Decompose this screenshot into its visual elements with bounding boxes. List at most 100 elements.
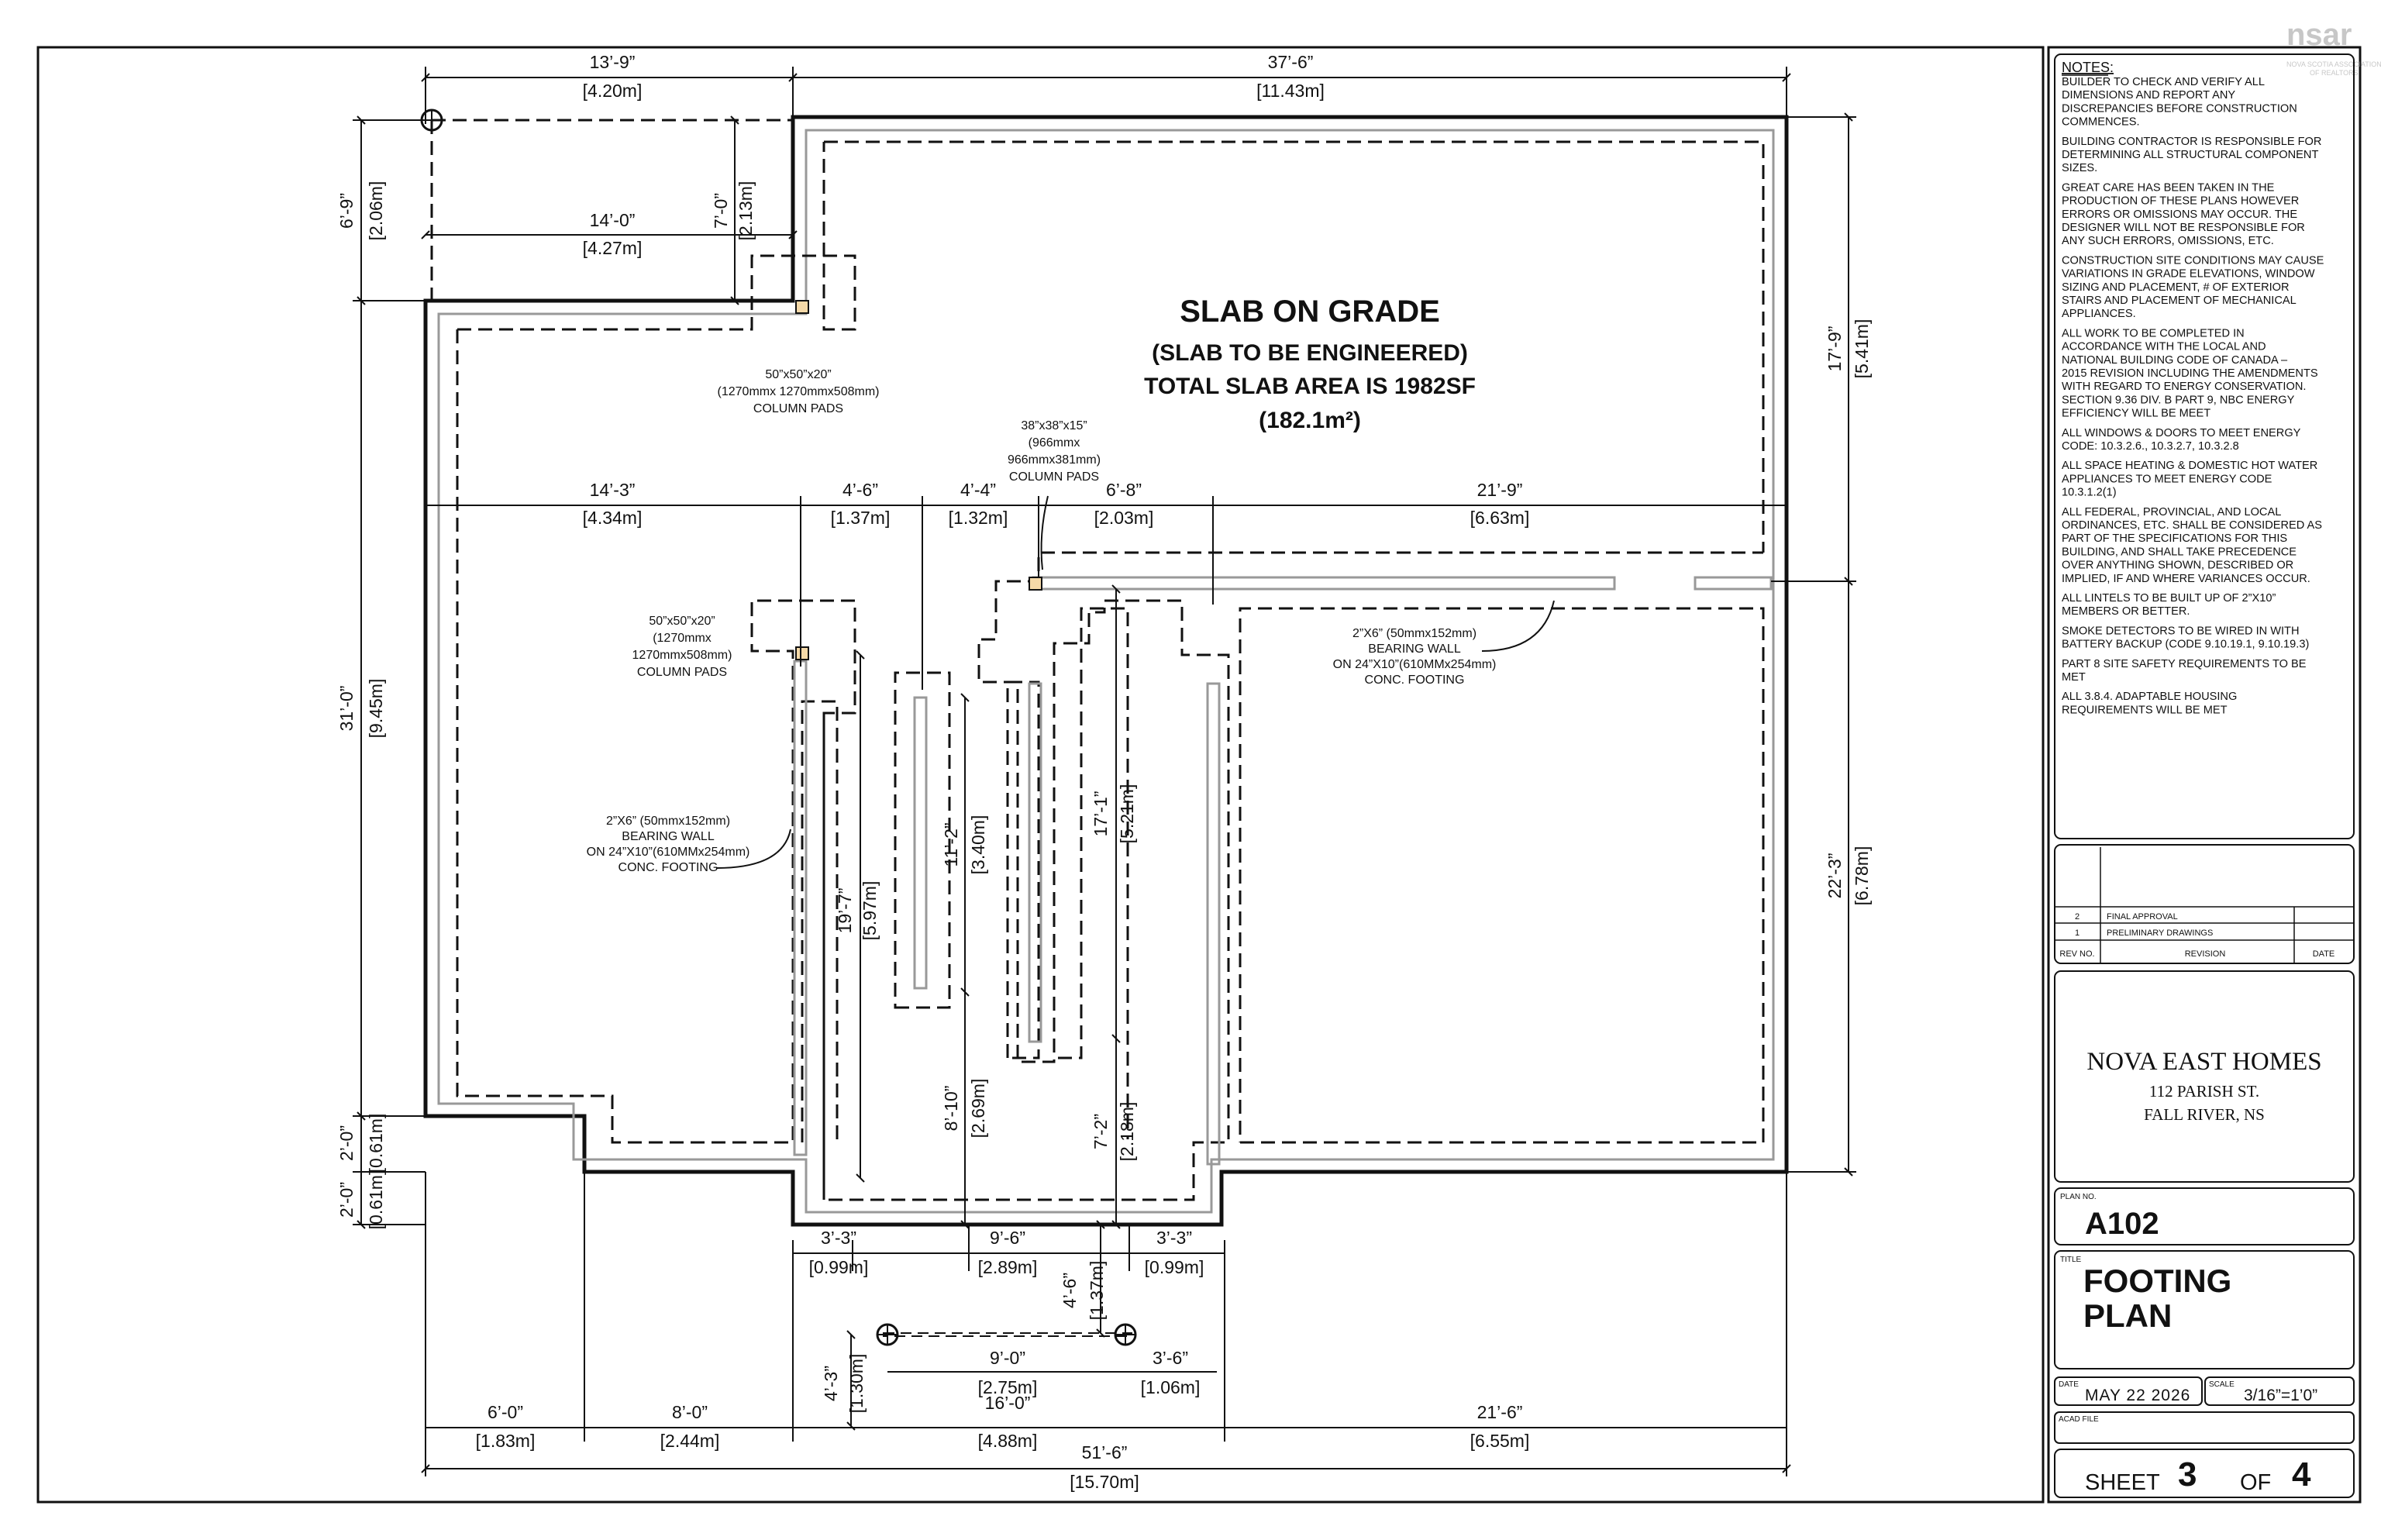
dim-m21-9-m: [6.63m] [1470, 508, 1530, 528]
dim-p9-6: 9’-6” [990, 1228, 1025, 1248]
dim-14-0-m: [4.27m] [583, 238, 643, 258]
pad1-label-3: COLUMN PADS [753, 402, 843, 415]
dim-p3-6-m: [1.06m] [1141, 1377, 1201, 1397]
dim-m4-4-m: [1.32m] [949, 508, 1008, 528]
bearing-wall-mid-2 [1028, 682, 1042, 1043]
note-line: SIZING AND PLACEMENT, # OF EXTERIOR [2062, 281, 2290, 294]
slab-title: SLAB ON GRADE [1180, 295, 1440, 329]
dim-b16-0: 16’-0” [985, 1393, 1031, 1413]
drawing-border [36, 46, 2045, 1504]
pad2-label-3: 966mmx381mm) [1008, 453, 1101, 467]
dim-v11-2-m: [3.40m] [968, 815, 988, 875]
watermark-tagline-2: OF REALTORS [2310, 69, 2359, 77]
dim-v7-2: 7’-2” [1091, 1114, 1111, 1149]
title-line-2: PLAN [2083, 1297, 2172, 1334]
dim-p3-3b-m: [0.99m] [1145, 1257, 1204, 1277]
dim-right-17-9: 17’-9” [1825, 326, 1845, 372]
sheet-total: 4 [2292, 1456, 2311, 1493]
dim-b8-0: 8’-0” [672, 1402, 708, 1422]
wall2-label-1: 2”X6” (50mmx152mm) [1352, 627, 1476, 640]
dim-v7-2-m: [2.18m] [1117, 1102, 1137, 1162]
dim-p3-3a: 3’-3” [821, 1228, 856, 1248]
note-line: BATTERY BACKUP (CODE 9.10.19.1, 9.10.19.… [2062, 639, 2309, 651]
dim-left-31-0: 31’-0” [336, 686, 357, 732]
dim-b8-0-m: [2.44m] [660, 1431, 720, 1451]
note-line: PART OF THE SPECIFICATIONS FOR THIS [2062, 532, 2287, 545]
wall1-label-4: CONC. FOOTING [619, 861, 718, 874]
pad3-label-3: 1270mmx508mm) [632, 649, 732, 662]
wall2-label-2: BEARING WALL [1368, 643, 1461, 656]
note-line: IMPLIED, IF AND WHERE VARIANCES OCCUR. [2062, 573, 2310, 585]
dim-v7-0-m: [2.13m] [736, 181, 756, 241]
dim-m14-3: 14’-3” [590, 480, 636, 500]
slab-sub-2: TOTAL SLAB AREA IS 1982SF [1144, 374, 1476, 399]
note-line: WITH REGARD TO ENERGY CONSERVATION. [2062, 381, 2306, 393]
note-line: ORDINANCES, ETC. SHALL BE CONSIDERED AS [2062, 519, 2322, 532]
dim-p3-3b: 3’-3” [1156, 1228, 1192, 1248]
sheet-label: SHEET [2085, 1470, 2160, 1495]
dim-top-right: 37’-6” [1268, 52, 1314, 72]
note-line: DETERMINING ALL STRUCTURAL COMPONENT [2062, 149, 2318, 161]
dim-v8-10: 8’-10” [941, 1086, 961, 1132]
wall1-label-1: 2”X6” (50mmx152mm) [606, 815, 730, 828]
dim-v17-1-m: [5.21m] [1117, 784, 1137, 844]
note-line: SECTION 9.36 DIV. B PART 9, NBC ENERGY [2062, 394, 2295, 406]
dim-b51-6-m: [15.70m] [1070, 1472, 1139, 1492]
dim-p3-3a-m: [0.99m] [809, 1257, 869, 1277]
revision-row-1-text: PRELIMINARY DRAWINGS [2107, 928, 2213, 938]
notes-box [2054, 53, 2355, 839]
dim-v19-7-m: [5.97m] [860, 881, 880, 941]
note-line: OVER ANYTHING SHOWN, DESCRIBED OR [2062, 560, 2293, 572]
note-line: SMOKE DETECTORS TO BE WIRED IN WITH [2062, 625, 2300, 637]
dim-p3-6: 3’-6” [1153, 1348, 1188, 1368]
scale-box [2204, 1376, 2355, 1406]
note-line: NATIONAL BUILDING CODE OF CANADA – [2062, 354, 2288, 367]
pad2-label-2: (966mmx [1029, 436, 1080, 450]
watermark-tagline-1: NOVA SCOTIA ASSOCIATION [2286, 60, 2381, 68]
dim-v8-10-m: [2.69m] [968, 1079, 988, 1139]
wall1-label-3: ON 24”X10”(610MMx254mm) [587, 846, 750, 859]
company-name: NOVA EAST HOMES [2086, 1048, 2321, 1076]
sheet-box [2054, 1449, 2355, 1498]
note-line: PART 8 SITE SAFETY REQUIREMENTS TO BE [2062, 658, 2307, 670]
note-line: 2015 REVISION INCLUDING THE AMENDMENTS [2062, 367, 2318, 380]
dim-m4-4: 4’-4” [960, 480, 996, 500]
plan-no: A102 [2085, 1207, 2159, 1241]
dim-v19-7: 19’-7” [835, 888, 855, 934]
note-line: EFFICIENCY WILL BE MEET [2062, 408, 2210, 420]
dim-m14-3-m: [4.34m] [583, 508, 643, 528]
leader-wall-2 [1481, 600, 1555, 652]
dim-left-2-0a: 2’-0” [336, 1125, 357, 1161]
date-box [2054, 1376, 2203, 1406]
bearing-wall-centre [1032, 576, 1616, 591]
watermark-brand: nsar [2286, 18, 2352, 52]
dim-p4-3: 4’-3” [821, 1366, 841, 1401]
pad3-label-2: (1270mmx [653, 632, 712, 645]
slab-sub-3: (182.1m²) [1259, 408, 1361, 433]
dim-left-2-0b-m: [0.61m] [366, 1170, 386, 1230]
pad1-label-1: 50”x50”x20” [765, 368, 831, 381]
dim-v7-0: 7’-0” [711, 193, 731, 229]
note-line: PRODUCTION OF THESE PLANS HOWEVER [2062, 195, 2299, 208]
note-line: BUILDING CONTRACTOR IS RESPONSIBLE FOR [2062, 136, 2321, 148]
dim-p9-6-m: [2.89m] [978, 1257, 1038, 1277]
sheet-of-label: OF [2240, 1470, 2271, 1495]
note-line: SIZES. [2062, 162, 2097, 174]
note-line: COMMENCES. [2062, 116, 2140, 129]
dim-left-6-9-m: [2.06m] [366, 181, 386, 241]
note-line: ALL SPACE HEATING & DOMESTIC HOT WATER [2062, 460, 2317, 472]
dim-m4-6: 4’-6” [842, 480, 878, 500]
note-line: GREAT CARE HAS BEEN TAKEN IN THE [2062, 181, 2275, 194]
dim-left-2-0a-m: [0.61m] [366, 1114, 386, 1173]
sheet-number: 3 [2178, 1456, 2197, 1493]
plan-no-label: PLAN NO. [2060, 1193, 2097, 1201]
pad1-label-2: (1270mmx 1270mmx508mm) [718, 385, 880, 398]
leader-wall-1 [716, 829, 791, 869]
notes-text: BUILDER TO CHECK AND VERIFY ALLDIMENSION… [2062, 76, 2324, 716]
note-line: MEMBERS OR BETTER. [2062, 605, 2190, 618]
note-line: BUILDER TO CHECK AND VERIFY ALL [2062, 76, 2265, 88]
dim-right-17-9-m: [5.41m] [1852, 319, 1872, 379]
leader-pad-2 [1040, 495, 1049, 570]
note-line: ACCORDANCE WITH THE LOCAL AND [2062, 341, 2266, 353]
dim-p4-3-m: [1.30m] [846, 1354, 867, 1414]
